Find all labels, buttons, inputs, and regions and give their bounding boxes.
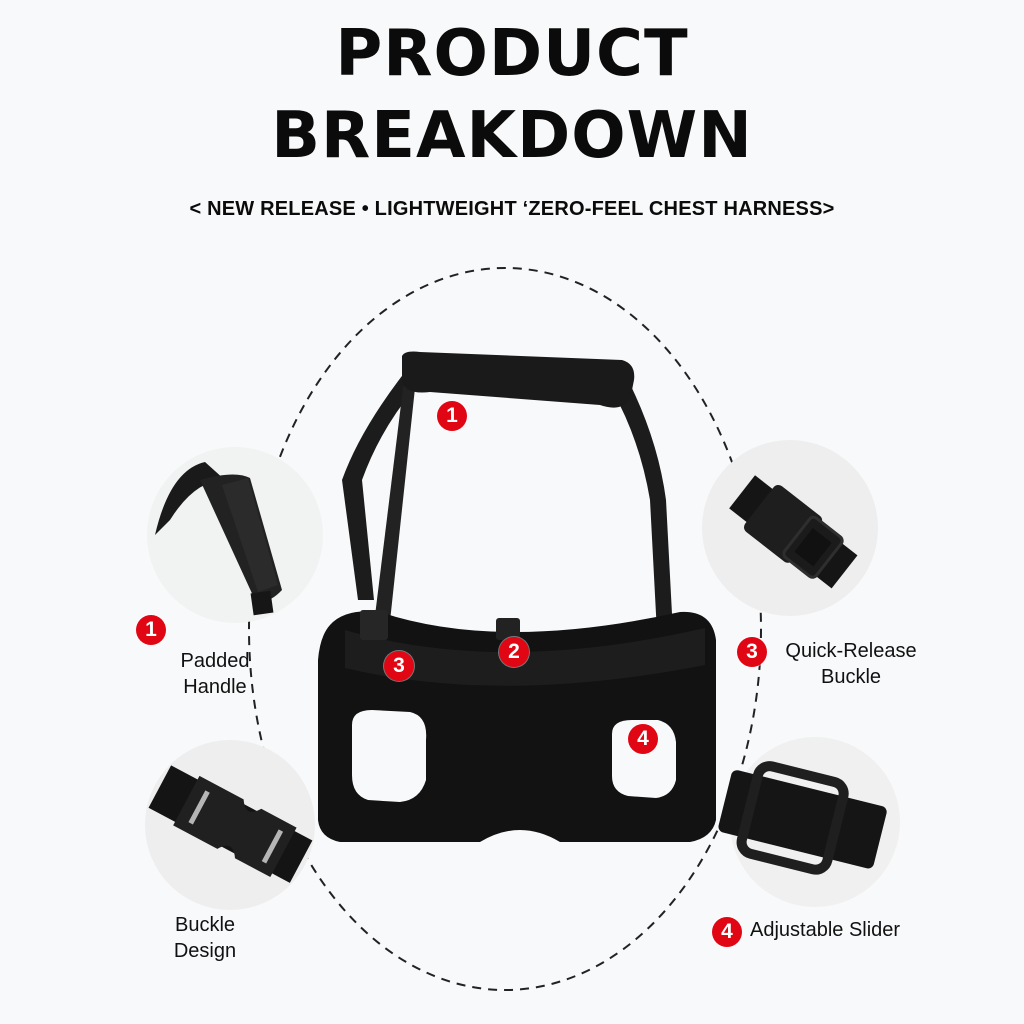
page-title-line2: BREAKDOWN (271, 99, 753, 173)
feature-badge-3: 3 (737, 637, 767, 667)
dashed-outline (248, 267, 762, 991)
feature-label-buckle-design: Buckle Design (150, 912, 260, 965)
harness-main-image (318, 351, 716, 842)
feature-label-line2: Handle (183, 676, 247, 699)
page-subtitle: < NEW RELEASE • LIGHTWEIGHT ‘ZERO-FEEL C… (189, 198, 835, 220)
page-title-line1: PRODUCT (335, 17, 689, 91)
product-badge-1: 1 (437, 401, 467, 431)
feature-label-padded-handle: Padded Handle (160, 648, 270, 701)
feature-label-line1: Adjustable Slider (750, 919, 901, 941)
feature-label-line2: Design (173, 940, 237, 963)
feature-label-adjustable-slider: Adjustable Slider (750, 917, 940, 943)
feature-label-line1: Padded (180, 650, 250, 672)
product-badge-3: 3 (384, 651, 414, 681)
padded-handle-image (155, 462, 282, 616)
product-badge-2: 2 (499, 637, 529, 667)
feature-label-quick-release-buckle: Quick-Release Buckle (772, 638, 930, 691)
feature-label-line2: Buckle (820, 666, 882, 689)
feature-badge-1: 1 (136, 615, 166, 645)
side-release-buckle-image (148, 765, 313, 883)
product-badge-4: 4 (628, 724, 658, 754)
feature-badge-4: 4 (712, 917, 742, 947)
adjustable-slider-image (718, 761, 887, 875)
feature-label-line1: Quick-Release (785, 640, 917, 662)
feature-label-line1: Buckle (174, 914, 236, 936)
quick-release-buckle-image (729, 475, 858, 589)
